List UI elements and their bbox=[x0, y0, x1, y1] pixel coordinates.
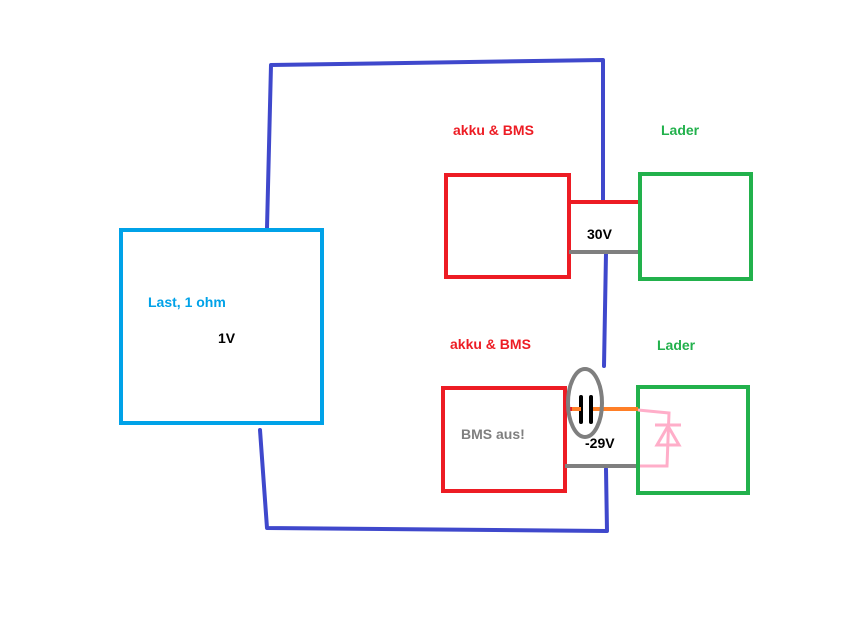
capacitor-symbol bbox=[579, 395, 593, 424]
bms-state-label: BMS aus! bbox=[461, 426, 525, 442]
load-voltage-label: 1V bbox=[218, 330, 236, 346]
charger-box-bottom bbox=[636, 385, 750, 495]
open-contact-ellipse bbox=[566, 367, 604, 439]
charger-box-top bbox=[638, 172, 753, 281]
battery-bottom-label: akku & BMS bbox=[450, 336, 531, 352]
wire-middle bbox=[602, 251, 608, 368]
charger-top-label: Lader bbox=[661, 122, 700, 138]
wire-bottom bbox=[258, 428, 609, 533]
load-box bbox=[119, 228, 324, 425]
voltage-top-label: 30V bbox=[587, 226, 613, 242]
battery-box-bottom bbox=[441, 386, 567, 493]
diode-symbol bbox=[637, 408, 682, 468]
battery-box-top bbox=[444, 173, 571, 279]
load-label: Last, 1 ohm bbox=[148, 294, 226, 310]
charger-bottom-label: Lader bbox=[657, 337, 696, 353]
wire-top bbox=[265, 58, 605, 230]
battery-top-label: akku & BMS bbox=[453, 122, 534, 138]
voltage-bottom-label: -29V bbox=[585, 435, 615, 451]
